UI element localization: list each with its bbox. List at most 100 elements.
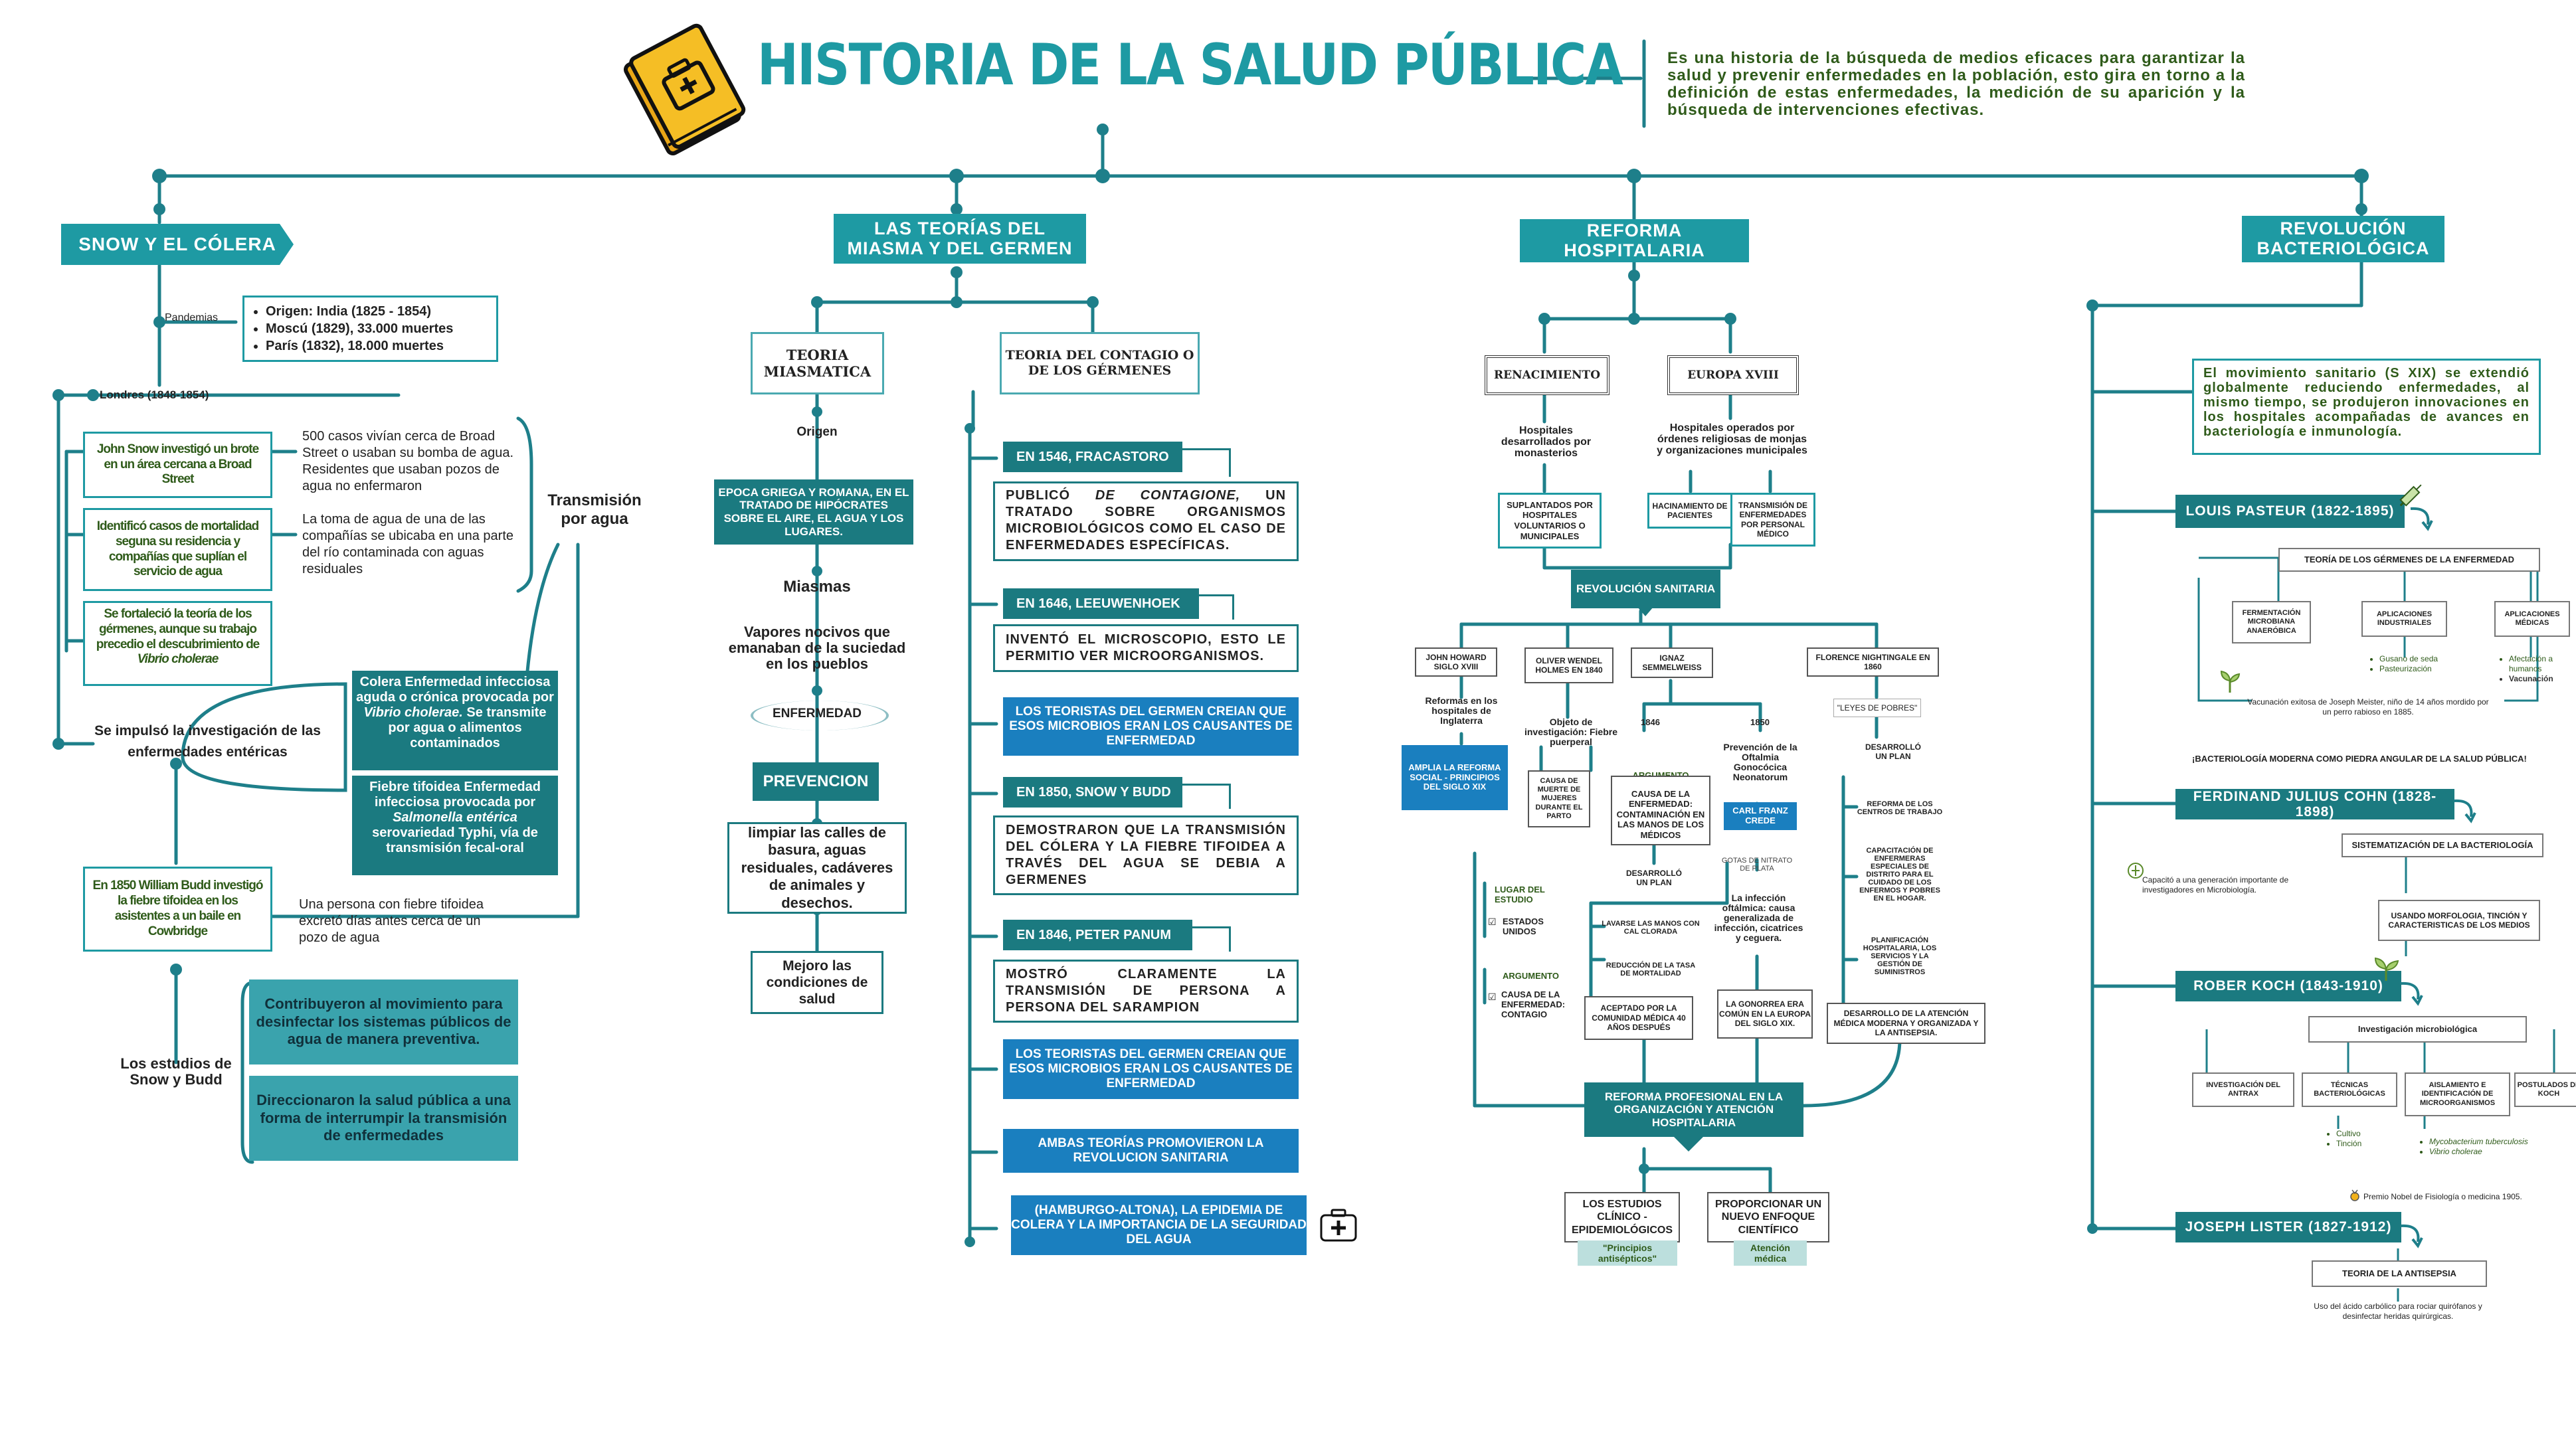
fiebre-text: Fiebre tifoidea Enfermedad infecciosa pr… xyxy=(369,780,541,810)
europa-box: EUROPA XVIII xyxy=(1667,355,1799,395)
teoria-miasmatica-box: TEORIA MIASMATICA xyxy=(751,332,884,394)
revolucion-sanitaria-box: REVOLUCIÓN SANITARIA xyxy=(1571,570,1720,608)
amplia-reforma-box: AMPLIA LA REFORMA SOCIAL - PRINCIPIOS DE… xyxy=(1402,745,1508,810)
year-1850: 1850 xyxy=(1750,717,1770,727)
snow-banner: SNOW Y EL CÓLERA xyxy=(61,224,294,265)
budd-text: Una persona con fiebre tifoidea excretó … xyxy=(299,897,484,945)
enfermedad-brackets xyxy=(751,701,889,730)
panum-label: EN 1846, PETER PANUM xyxy=(1003,920,1192,950)
snow-identifico-box: Identificó casos de mortalidad seguna su… xyxy=(83,508,272,591)
aplicaciones-medicas-box: APLICACIONES MÉDICAS xyxy=(2494,601,2570,637)
germenes-fortalecio-box: Se fortaleció la teoría de los gérmenes,… xyxy=(83,601,272,686)
desarrollo-plan: DESARROLLÓ UN PLAN xyxy=(1626,869,1682,887)
objeto-investigacion: Objeto de investigación: Fiebre puerpera… xyxy=(1524,717,1618,747)
principios-antisepticos: "Principios antisépticos" xyxy=(1578,1240,1677,1266)
leeuwenhoek-label: EN 1646, LEEUWENHOEK xyxy=(1003,588,1199,619)
premio-nobel: Premio Nobel de Fisiología o medicina 19… xyxy=(2363,1192,2522,1201)
organismo-item: Vibrio cholerae xyxy=(2429,1147,2529,1157)
sistematizacion-box: SISTEMATIZACIÓN DE LA BACTERIOLOGÍA xyxy=(2342,833,2543,857)
proporcionar-box: PROPORCIONAR UN NUEVO ENFOQUE CIENTÍFICO xyxy=(1707,1192,1829,1242)
estudios-clinicos-box: LOS ESTUDIOS CLÍNICO - EPIDEMIOLÓGICOS xyxy=(1564,1192,1680,1242)
leyes-pobres: "LEYES DE POBRES" xyxy=(1833,699,1921,717)
infeccion-oftalmica: La infección oftálmica: causa generaliza… xyxy=(1714,893,1803,943)
koch-label: ROBER KOCH (1843-1910) xyxy=(2175,971,2401,1001)
fiebre-transmision: serovariedad Typhi, vía de transmisión f… xyxy=(372,825,538,855)
pandemia-item: Moscú (1829), 33.000 muertes xyxy=(266,320,490,337)
snow-investigo-text: 500 casos vivían cerca de Broad Street o… xyxy=(302,429,514,493)
panum-connector xyxy=(1192,926,1231,952)
teoristas-box-1: LOS TEORISTAS DEL GERMEN CREIAN QUE ESOS… xyxy=(1003,697,1299,756)
ind-item: Gusano de seda xyxy=(2379,654,2472,664)
limpiar-box: limpiar las calles de basura, aguas resi… xyxy=(727,822,907,914)
prevencion-oftalmia: Prevención de la Oftalmia Gonocócica Neo… xyxy=(1723,742,1797,782)
causa-contagio: CAUSA DE LA ENFERMEDAD: CONTAGIO xyxy=(1501,989,1566,1019)
budd-box: En 1850 William Budd investigó la fiebre… xyxy=(83,867,272,952)
ind-item: Pasteurización xyxy=(2379,664,2472,674)
sprout-icon xyxy=(2126,860,2146,881)
curved-arrow-icon xyxy=(2398,1222,2425,1248)
curved-arrow-icon xyxy=(2408,505,2435,531)
germenes-fortalecio-text: Se fortaleció la teoría de los gérmenes,… xyxy=(96,607,260,651)
revolucion-arrow xyxy=(1637,607,1653,616)
pandemias-box: Origen: India (1825 - 1854) Moscú (1829)… xyxy=(242,296,498,362)
prevencion-box: PREVENCION xyxy=(753,762,879,801)
fracastoro-connector xyxy=(1182,448,1231,477)
colera-transmision: Se transmite por agua o alimentos contam… xyxy=(388,705,547,750)
lister-label: JOSEPH LISTER (1827-1912) xyxy=(2175,1212,2401,1242)
teoristas-box-2: LOS TEORISTAS DEL GERMEN CREIAN QUE ESOS… xyxy=(1003,1039,1299,1099)
vapores-text: Vapores nocivos que emanaban de la sucie… xyxy=(728,624,906,672)
med-item: Vacunación xyxy=(2509,674,2576,684)
tecnicas-box: TÉCNICAS BACTERIOLÓGICAS xyxy=(2302,1072,2397,1107)
atencion-medica: Atención médica xyxy=(1734,1240,1807,1266)
howard-box: JOHN HOWARD SIGLO XVIII xyxy=(1415,647,1497,677)
fracastoro-publico: PUBLICÓ xyxy=(1006,488,1070,503)
tecnicas-items: Cultivo Tinción xyxy=(2322,1129,2403,1149)
florence-item-2: CAPACITACIÓN DE ENFERMERAS ESPECIALES DE… xyxy=(1859,847,1940,902)
bacteriologia-piedra: ¡BACTERIOLOGÍA MODERNA COMO PIEDRA ANGUL… xyxy=(2192,754,2527,764)
reforma-profesional-arrow xyxy=(1674,1137,1703,1151)
medical-book-icon xyxy=(614,20,747,159)
mejoro-box: Mejoro las condiciones de salud xyxy=(751,951,883,1014)
ind-items: Gusano de seda Pasteurización xyxy=(2365,654,2472,674)
curved-arrow-icon xyxy=(2398,980,2425,1006)
intro-text: Es una historia de la búsqueda de medios… xyxy=(1667,49,2245,119)
miasmas-label: Miasmas xyxy=(783,578,851,596)
hosp-ordenes: Hospitales operados por órdenes religios… xyxy=(1657,422,1807,456)
antisepsia-box: TEORIA DE LA ANTISEPSIA xyxy=(2312,1260,2487,1287)
reformas-inglaterra: Reformas en los hospitales de Inglaterra xyxy=(1425,695,1498,726)
postulados-box: POSTULADOS DE KOCH xyxy=(2514,1072,2576,1107)
reforma-banner: REFORMA HOSPITALARIA xyxy=(1520,219,1749,262)
pandemia-item: Origen: India (1825 - 1854) xyxy=(266,303,490,320)
hosp-monasterios: Hospitales desarrollados por monasterios xyxy=(1501,425,1592,459)
first-aid-kit-icon xyxy=(1319,1207,1358,1244)
curved-arrow-icon xyxy=(2451,797,2478,823)
sprout-icon xyxy=(2371,953,2401,983)
med-item: Afectación a humanos xyxy=(2509,654,2576,674)
aislamiento-items: Mycobacterium tuberculosis Vibrio choler… xyxy=(2415,1137,2529,1157)
tecnica-item: Cultivo xyxy=(2336,1129,2403,1139)
leeuwenhoek-connector xyxy=(1199,594,1234,620)
florence-item-3: PLANIFICACIÓN HOSPITALARIA, LOS SERVICIO… xyxy=(1863,936,1937,976)
lavarse-manos: LAVARSE LAS MANOS CON CAL CLORADA xyxy=(1602,920,1700,936)
direccionaron-box: Direccionaron la salud pública a una for… xyxy=(249,1076,518,1161)
suplantados-box: SUPLANTADOS POR HOSPITALES VOLUNTARIOS O… xyxy=(1498,493,1602,549)
fracastoro-box: PUBLICÓ DE CONTAGIONE, UN TRATADO SOBRE … xyxy=(993,481,1299,561)
investigacion-microbiologica-box: Investigación microbiológica xyxy=(2308,1016,2527,1043)
fermentacion-box: FERMENTACIÓN MICROBIANA ANAERÓBICA xyxy=(2232,601,2311,643)
florence-box: FLORENCE NIGHTINGALE EN 1860 xyxy=(1807,647,1939,677)
hamburgo-box: (HAMBURGO-ALTONA), LA EPIDEMIA DE COLERA… xyxy=(1011,1195,1307,1255)
argumento-label: ARGUMENTO xyxy=(1503,971,1559,981)
reforma-profesional-box: REFORMA PROFESIONAL EN LA ORGANIZACIÓN Y… xyxy=(1584,1082,1803,1137)
snow-budd-box: DEMOSTRARON QUE LA TRANSMISIÓN DEL CÓLER… xyxy=(993,815,1299,895)
holmes-box: OLIVER WENDEL HOLMES EN 1840 xyxy=(1524,647,1613,683)
snow-budd-label: EN 1850, SNOW Y BUDD xyxy=(1003,777,1182,808)
renacimiento-box: RENACIMIENTO xyxy=(1485,355,1610,395)
year-1846: 1846 xyxy=(1641,717,1660,727)
hacinamiento-box: HACINAMIENTO DE PACIENTES xyxy=(1647,493,1732,529)
med-items: Afectación a humanos Vacunación xyxy=(2494,654,2576,684)
fiebre-tifoidea-box: Fiebre tifoidea Enfermedad infecciosa pr… xyxy=(352,776,558,875)
panum-box: MOSTRÓ CLARAMENTE LA TRANSMISIÓN DE PERS… xyxy=(993,960,1299,1023)
fracastoro-text: UN TRATADO SOBRE ORGANISMOS MICROBIOLÓGI… xyxy=(1006,488,1287,553)
checkbox-icon: ☑ xyxy=(1488,991,1497,1002)
